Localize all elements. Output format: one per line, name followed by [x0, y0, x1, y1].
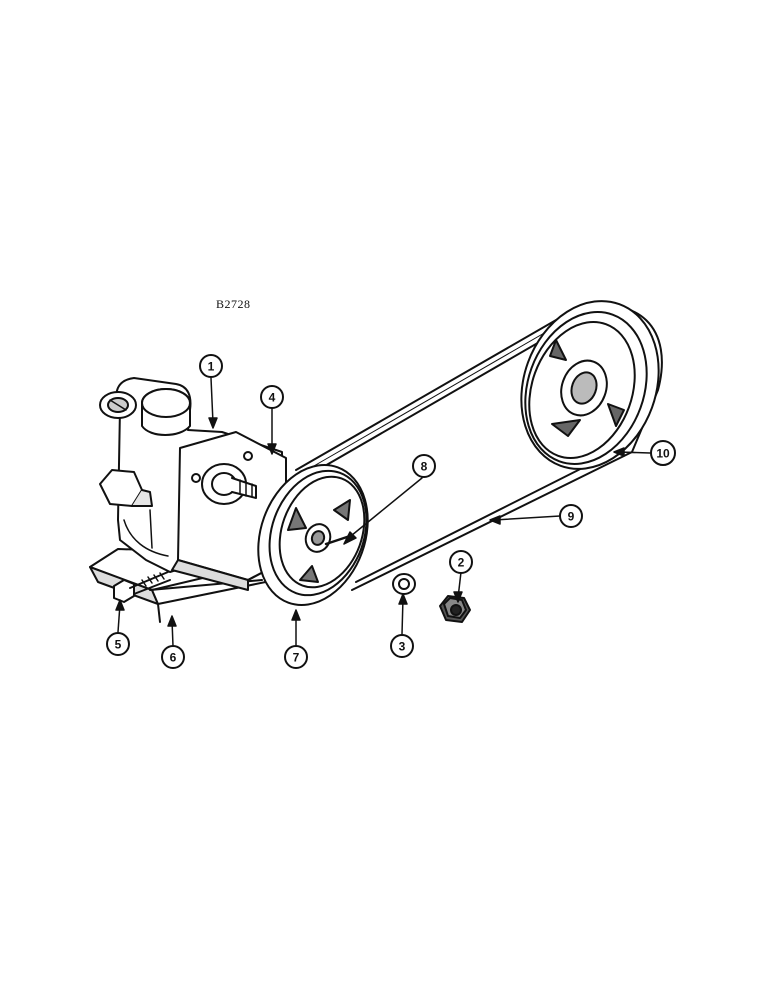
callout-7: 7 — [284, 645, 308, 669]
callout-3-label: 3 — [399, 640, 406, 654]
callout-8: 8 — [412, 454, 436, 478]
callout-4: 4 — [260, 385, 284, 409]
callout-10: 10 — [650, 440, 676, 466]
figure-code: B2728 — [216, 297, 251, 311]
callout-6: 6 — [161, 645, 185, 669]
callout-8-label: 8 — [421, 460, 428, 474]
callout-10-label: 10 — [656, 447, 670, 461]
callout-9-label: 9 — [568, 510, 575, 524]
callout-6-label: 6 — [170, 651, 177, 665]
callout-1-label: 1 — [208, 360, 215, 374]
callout-3: 3 — [390, 634, 414, 658]
washer — [392, 573, 416, 595]
callout-5-label: 5 — [115, 638, 122, 652]
callout-9: 9 — [559, 504, 583, 528]
leader-lines — [115, 377, 651, 647]
large-pulley — [520, 300, 660, 470]
adjusting-bolt — [113, 571, 171, 603]
small-pulley — [257, 464, 369, 606]
callout-1: 1 — [199, 354, 223, 378]
callout-2-label: 2 — [458, 556, 465, 570]
nut — [439, 595, 471, 623]
callout-7-label: 7 — [293, 651, 300, 665]
callout-2: 2 — [449, 550, 473, 574]
callout-5: 5 — [106, 632, 130, 656]
callout-4-label: 4 — [269, 391, 276, 405]
